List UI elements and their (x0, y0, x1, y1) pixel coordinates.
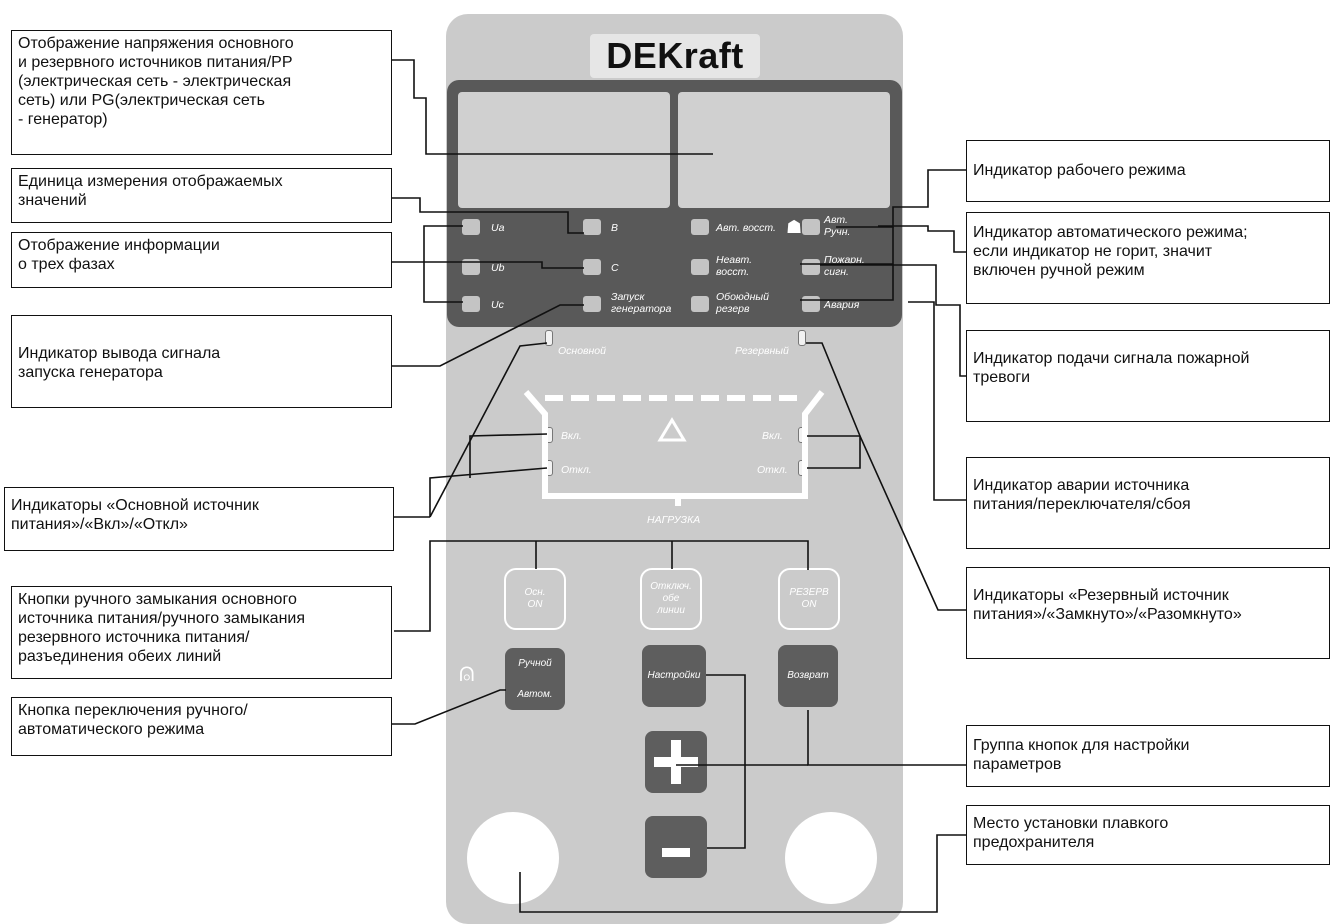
label-fire-signal: Пожарн. сигн. (824, 254, 865, 278)
label-off-left: Откл. (561, 464, 592, 476)
callout-units: Единица измерения отображаемых значений (11, 168, 392, 223)
label-uc: Uc (491, 299, 504, 311)
brand-logo: DEKraft (590, 34, 760, 78)
label-gen-start: Запуск генератора (611, 291, 672, 315)
led-main-source (545, 330, 553, 346)
indicator-auto-manual (802, 219, 820, 235)
label-bypass-reserve: Обоюдный резерв (716, 291, 769, 315)
manual-auto-button[interactable]: Ручной Автом. (505, 648, 565, 710)
indicator-uc (462, 296, 480, 312)
label-ua: Ua (491, 222, 505, 234)
fuse-slot-right (785, 812, 877, 904)
reserve-voltage-screen (678, 92, 890, 208)
callout-source-fault: Индикатор аварии источника питания/перек… (966, 457, 1330, 549)
label-alarm: Авария (824, 299, 860, 311)
plus-button[interactable] (645, 731, 707, 793)
label-c: C (611, 262, 619, 274)
label-auto-restore: Авт. восст. (716, 222, 776, 234)
label-off-right: Откл. (757, 464, 788, 476)
callout-three-phase: Отображение информации о трех фазах (11, 232, 392, 288)
label-on-left: Вкл. (561, 430, 582, 442)
indicator-bypass-reserve (691, 296, 709, 312)
label-auto-manual: Авт. Ручн. (824, 214, 851, 238)
callout-auto-mode: Индикатор автоматического режима; если и… (966, 212, 1330, 304)
reserve-on-button[interactable]: РЕЗЕРВ ON (778, 568, 840, 630)
minus-button[interactable] (645, 816, 707, 878)
led-main-off (545, 460, 553, 476)
auto-label: Автом. (517, 688, 553, 700)
plus-icon-v (671, 740, 681, 784)
led-reserve-on (798, 427, 806, 443)
label-reserve: Резервный (735, 345, 789, 357)
indicator-alarm (802, 296, 820, 312)
callout-fire-alarm: Индикатор подачи сигнала пожарной тревог… (966, 330, 1330, 422)
manual-label: Ручной (518, 657, 552, 669)
label-on-right: Вкл. (762, 430, 783, 442)
indicator-c (583, 259, 601, 275)
callout-mode-switch: Кнопка переключения ручного/ автоматичес… (11, 697, 392, 756)
callout-reserve-source: Индикаторы «Резервный источник питания»/… (966, 567, 1330, 659)
label-v: В (611, 222, 619, 234)
label-main: Основной (558, 345, 606, 357)
indicator-gen-start (583, 296, 601, 312)
indicator-v (583, 219, 601, 235)
label-load: НАГРУЗКА (647, 514, 701, 526)
led-reserve-source (798, 330, 806, 346)
indicator-ua (462, 219, 480, 235)
led-reserve-off (798, 460, 806, 476)
label-ub: Ub (491, 262, 505, 274)
callout-gen-start: Индикатор вывода сигнала запуска генерат… (11, 315, 392, 408)
fuse-slot-left (467, 812, 559, 904)
mode-symbol-icon: ☗ (786, 217, 803, 237)
label-nonauto-restore: Неавт. восст. (716, 254, 753, 278)
alarm-lamp-icon: ⍝ (459, 657, 475, 687)
indicator-auto-restore (691, 219, 709, 235)
disconnect-both-button[interactable]: Отключ. обе линии (640, 568, 702, 630)
led-main-on (545, 427, 553, 443)
indicator-fire-signal (802, 259, 820, 275)
settings-button[interactable]: Настройки (642, 645, 706, 707)
callout-fuse: Место установки плавкого предохранителя (966, 805, 1330, 865)
callout-voltage-display: Отображение напряжения основного и резер… (11, 30, 392, 155)
callout-manual-close: Кнопки ручного замыкания основного источ… (11, 586, 392, 679)
indicator-ub (462, 259, 480, 275)
main-voltage-screen (458, 92, 670, 208)
callout-main-source: Индикаторы «Основной источник питания»/«… (4, 487, 394, 551)
indicator-nonauto-restore (691, 259, 709, 275)
callout-work-mode: Индикатор рабочего режима (966, 140, 1330, 202)
main-on-button[interactable]: Осн. ON (504, 568, 566, 630)
callout-settings-group: Группа кнопок для настройки параметров (966, 725, 1330, 787)
minus-icon (662, 848, 690, 857)
back-button[interactable]: Возврат (778, 645, 838, 707)
